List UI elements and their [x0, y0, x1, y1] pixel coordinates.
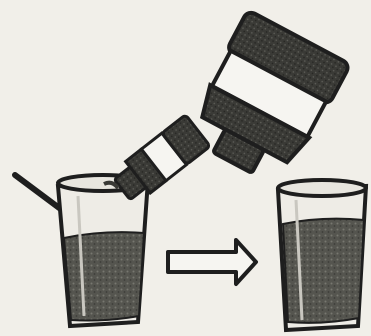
large-bottle: [181, 10, 350, 190]
small-bottle: [110, 115, 210, 206]
right-glass-liquid: [283, 219, 364, 323]
right-glass-rim: [278, 180, 366, 196]
left-glass-liquid: [64, 232, 144, 320]
transition-arrow: [168, 240, 256, 284]
right-glass: [278, 180, 366, 330]
